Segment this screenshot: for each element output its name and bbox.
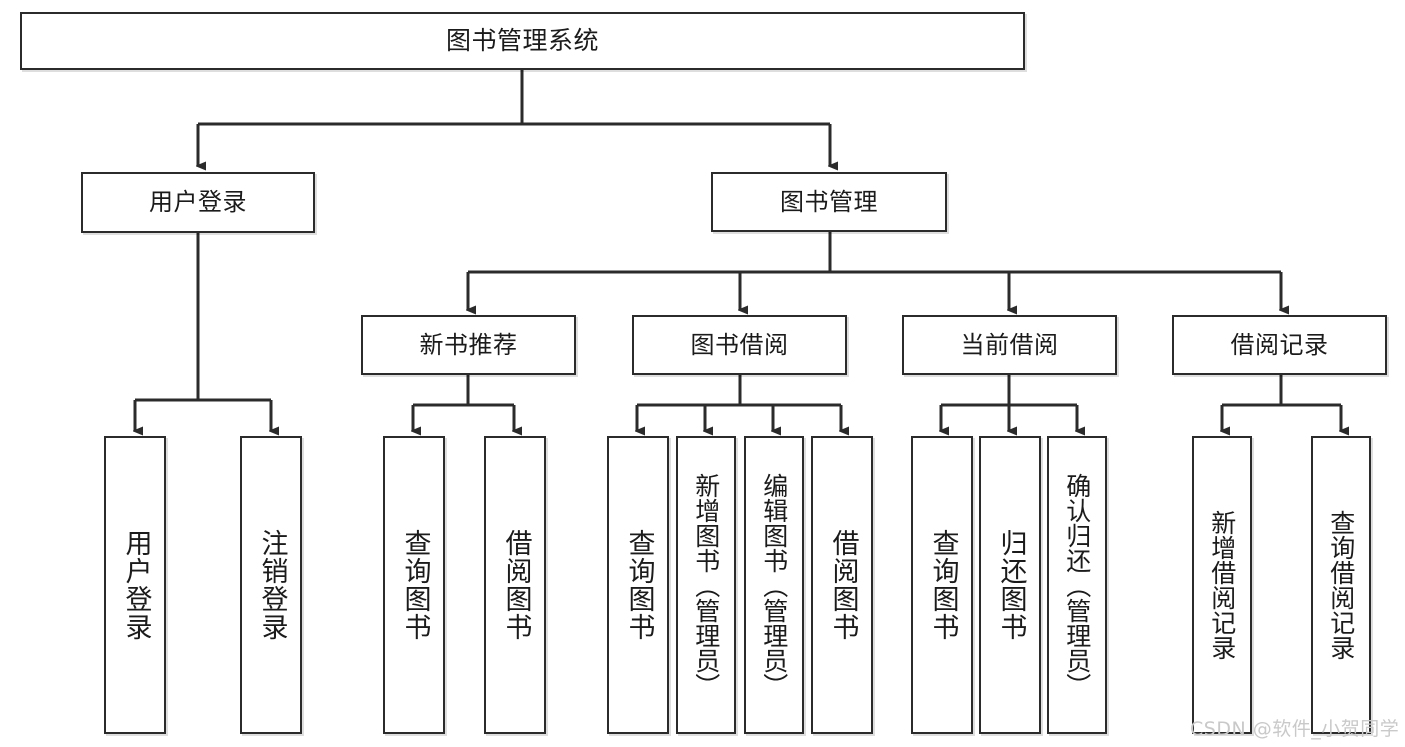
node-root[interactable]: 图书管理系统 bbox=[20, 12, 1025, 70]
node-leaf-query-book-3-label: 查询图书 bbox=[927, 529, 959, 641]
node-user-login[interactable]: 用户登录 bbox=[81, 172, 315, 233]
node-leaf-query-book-3[interactable]: 查询图书 bbox=[911, 436, 973, 734]
node-leaf-query-book-2-label: 查询图书 bbox=[623, 529, 655, 641]
node-root-label: 图书管理系统 bbox=[445, 26, 599, 56]
node-leaf-edit-book[interactable]: 编辑图书（管理员） bbox=[744, 436, 804, 734]
node-leaf-query-book-2[interactable]: 查询图书 bbox=[607, 436, 669, 734]
node-book-borrow-label: 图书借阅 bbox=[690, 330, 789, 359]
node-leaf-query-record[interactable]: 查询借阅记录 bbox=[1311, 436, 1371, 734]
node-leaf-return-book-label: 归还图书 bbox=[995, 529, 1027, 641]
node-borrow-record[interactable]: 借阅记录 bbox=[1172, 315, 1387, 375]
node-current-borrow[interactable]: 当前借阅 bbox=[902, 315, 1117, 375]
node-leaf-add-record[interactable]: 新增借阅记录 bbox=[1192, 436, 1252, 734]
node-leaf-edit-book-label: 编辑图书（管理员） bbox=[759, 472, 789, 698]
node-leaf-add-book[interactable]: 新增图书（管理员） bbox=[676, 436, 736, 734]
node-leaf-add-book-label: 新增图书（管理员） bbox=[691, 472, 721, 698]
node-current-borrow-label: 当前借阅 bbox=[960, 330, 1059, 359]
node-book-manage[interactable]: 图书管理 bbox=[711, 172, 947, 232]
node-leaf-add-record-label: 新增借阅记录 bbox=[1207, 510, 1237, 660]
node-leaf-query-book-1[interactable]: 查询图书 bbox=[383, 436, 445, 734]
node-book-borrow[interactable]: 图书借阅 bbox=[632, 315, 847, 375]
node-leaf-confirm-return[interactable]: 确认归还（管理员） bbox=[1047, 436, 1107, 734]
node-leaf-logout[interactable]: 注销登录 bbox=[240, 436, 302, 734]
node-leaf-return-book[interactable]: 归还图书 bbox=[979, 436, 1041, 734]
node-leaf-borrow-book-1[interactable]: 借阅图书 bbox=[484, 436, 546, 734]
node-leaf-confirm-return-label: 确认归还（管理员） bbox=[1062, 472, 1092, 698]
node-leaf-query-record-label: 查询借阅记录 bbox=[1326, 510, 1356, 660]
node-book-manage-label: 图书管理 bbox=[780, 187, 878, 216]
node-new-book-rec[interactable]: 新书推荐 bbox=[361, 315, 576, 375]
node-leaf-query-book-1-label: 查询图书 bbox=[399, 529, 431, 641]
node-new-book-rec-label: 新书推荐 bbox=[419, 330, 518, 359]
node-leaf-logout-label: 注销登录 bbox=[256, 529, 288, 641]
csdn-watermark: CSDN @软件_小贺同学 bbox=[1190, 718, 1400, 740]
node-borrow-record-label: 借阅记录 bbox=[1230, 330, 1329, 359]
node-leaf-user-login-label: 用户登录 bbox=[120, 529, 152, 641]
node-leaf-borrow-book-2[interactable]: 借阅图书 bbox=[811, 436, 873, 734]
node-leaf-borrow-book-2-label: 借阅图书 bbox=[827, 529, 859, 641]
node-leaf-borrow-book-1-label: 借阅图书 bbox=[500, 529, 532, 641]
node-user-login-label: 用户登录 bbox=[149, 188, 247, 217]
node-leaf-user-login[interactable]: 用户登录 bbox=[104, 436, 166, 734]
